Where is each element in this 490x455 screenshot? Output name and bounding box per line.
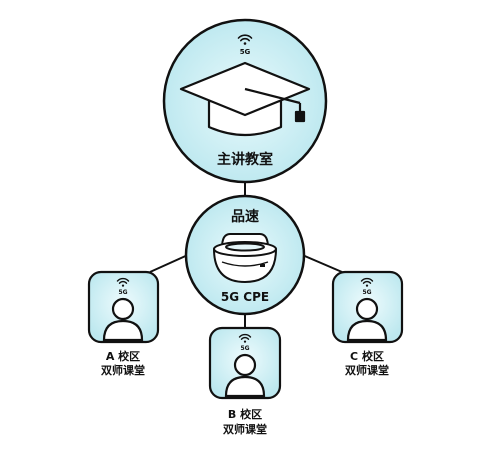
- campus-c-node: 5G: [331, 270, 404, 344]
- hub-node: 5G 主讲教室: [162, 18, 328, 184]
- cpe-model: 5G CPE: [221, 290, 269, 304]
- campus-b-signal-label: 5G: [240, 345, 249, 352]
- user-icon: [102, 297, 144, 342]
- campus-b-name: B 校区: [228, 407, 262, 421]
- signal-icon: [237, 34, 253, 45]
- link-cpe-c: [299, 253, 343, 273]
- user-icon: [346, 297, 388, 342]
- campus-c-name: C 校区: [350, 349, 384, 363]
- hub-signal-label: 5G: [240, 48, 251, 56]
- cpe-brand: 品速: [231, 208, 259, 225]
- campus-c-signal-label: 5G: [362, 289, 371, 296]
- signal-icon: [360, 277, 374, 287]
- link-cpe-a: [149, 253, 191, 273]
- campus-a-signal-label: 5G: [118, 289, 127, 296]
- campus-b-desc: 双师课堂: [223, 422, 267, 436]
- hub-label: 主讲教室: [217, 151, 273, 168]
- campus-c-desc: 双师课堂: [345, 363, 389, 377]
- campus-b-node: 5G: [208, 326, 282, 400]
- signal-icon: [116, 277, 130, 287]
- connectors: [149, 182, 343, 328]
- signal-icon: [238, 333, 252, 343]
- campus-a-node: 5G: [87, 270, 160, 344]
- campus-a-name: A 校区: [106, 349, 140, 363]
- user-icon: [224, 353, 266, 398]
- cpe-node: 品速 5G CPE: [184, 194, 306, 316]
- campus-a-desc: 双师课堂: [101, 363, 145, 377]
- graduation-cap-icon: [179, 61, 311, 137]
- cpe-router-icon: [213, 233, 277, 283]
